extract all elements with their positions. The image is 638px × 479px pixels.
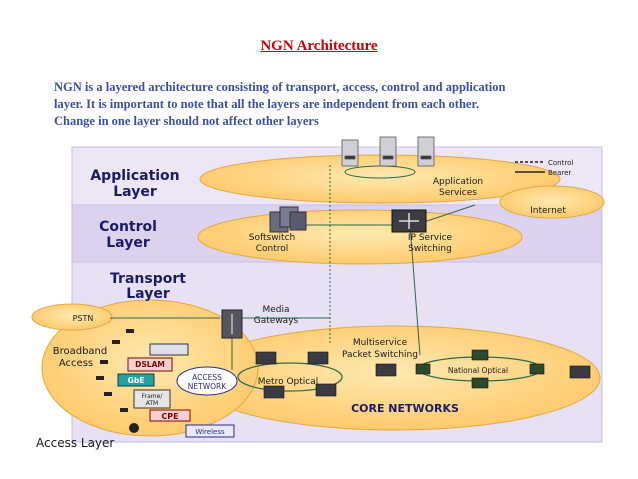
ip-service-label-1: IP Service [408, 233, 453, 243]
frame-atm-box [133, 389, 171, 409]
multiservice-label-1: Multiservice [353, 338, 408, 348]
pstn-ellipse [31, 303, 113, 331]
dslam-label: DSLAM [135, 360, 165, 369]
application-servers-icon [341, 136, 435, 167]
softswitch-label-2: Control [256, 244, 289, 254]
legend-bearer: Bearer [548, 169, 571, 177]
national-switch-icons [415, 349, 545, 389]
cpe-label: CPE [161, 412, 178, 421]
core-switch-icons [255, 351, 591, 399]
frame-atm-label-1: Frame/ [142, 393, 164, 400]
control-ellipse [197, 209, 523, 265]
application-services-label-2: Services [439, 188, 477, 198]
softswitch-icon [269, 206, 307, 233]
gbe-label: GbE [128, 376, 145, 385]
media-gateways-label-1: Media [262, 305, 289, 315]
core-networks-label: CORE NETWORKS [351, 402, 459, 415]
wireless-box [185, 424, 235, 438]
access-device-blank [149, 343, 189, 356]
intro-line: NGN is a layered architecture consisting… [54, 80, 506, 94]
access-network-label-2: NETWORK [188, 382, 227, 391]
ip-service-label-2: Switching [408, 244, 452, 254]
transport-layer-label-2: Layer [126, 286, 170, 302]
legend: Control Bearer [515, 159, 573, 177]
internet-ellipse [499, 185, 605, 219]
metro-optical-label: Metro Optical [258, 377, 319, 387]
gbe-box [117, 373, 155, 387]
phone-icons [96, 329, 139, 433]
frame-atm-label-2: ATM [146, 400, 158, 407]
broadband-label-2: Access [59, 358, 93, 369]
transport-layer-label-1: Transport [110, 271, 186, 287]
intro-paragraph: NGN is a layered architecture consisting… [54, 79, 594, 130]
metro-ring [237, 362, 343, 392]
media-gateway-icon [221, 309, 243, 339]
internet-label: Internet [530, 206, 566, 216]
media-gateways-label-2: Gateways [254, 316, 299, 326]
ip-switch-icon [391, 209, 427, 233]
control-layer-label-2: Layer [106, 235, 150, 251]
dslam-box [127, 357, 173, 372]
access-layer-label: Access Layer [36, 436, 114, 450]
application-layer-label-2: Layer [113, 184, 157, 200]
intro-line: layer. It is important to note that all … [54, 97, 479, 111]
softswitch-label-1: Softswitch [249, 233, 296, 243]
application-services-label-1: Application [433, 177, 483, 187]
pstn-label: PSTN [73, 314, 94, 323]
connection-lines [110, 165, 476, 370]
broadband-label-1: Broadband [53, 346, 108, 357]
intro-line: Change in one layer should not affect ot… [54, 114, 319, 128]
wireless-label: Wireless [195, 428, 225, 436]
legend-control: Control [548, 159, 573, 167]
control-layer-label-1: Control [99, 219, 157, 235]
access-network-badge [176, 366, 238, 396]
national-optical-label: National Optical [448, 366, 508, 375]
page-title: NGN Architecture [260, 38, 378, 54]
application-layer-label-1: Application [90, 168, 179, 184]
access-network-label-1: ACCESS [192, 373, 222, 382]
cpe-box [149, 409, 191, 422]
multiservice-label-2: Packet Switching [342, 350, 418, 360]
